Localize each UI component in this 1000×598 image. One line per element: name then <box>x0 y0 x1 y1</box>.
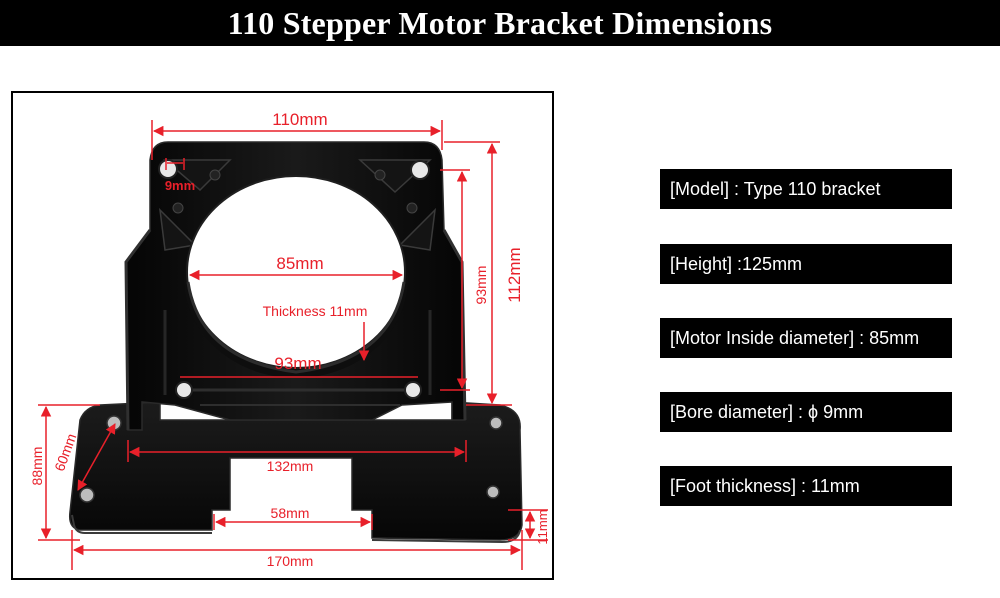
dim-foot-hole-spacing-label: 132mm <box>267 458 314 474</box>
dim-hole-spacing-h-label: 93mm <box>274 354 321 373</box>
spec-motor-inside-diameter: [Motor Inside diameter] : 85mm <box>660 318 952 358</box>
dim-foot-depth-label: 88mm <box>29 447 45 486</box>
motor-bore <box>184 175 408 378</box>
dim-width-top-label: 110mm <box>272 110 327 129</box>
bracket-foot <box>68 401 523 544</box>
dim-motor-inside-label: 85mm <box>276 254 323 273</box>
dim-hole-spacing-v-label: 93mm <box>473 266 489 305</box>
bracket-diagram: 110mm 9mm 85mm Thickness 11mm 93mm 93mm … <box>29 110 550 570</box>
dim-foot-thickness-label: 11mm <box>535 509 550 544</box>
page-title: 110 Stepper Motor Bracket Dimensions <box>227 4 773 41</box>
dim-thickness-label: Thickness 11mm <box>263 303 368 319</box>
dimension-lines <box>38 120 548 570</box>
mounting-holes <box>158 159 430 399</box>
spec-foot-thickness: [Foot thickness] : 11mm <box>660 466 952 506</box>
spec-height: [Height] :125mm <box>660 244 952 284</box>
bracket-diagram-frame: 110mm 9mm 85mm Thickness 11mm 93mm 93mm … <box>11 91 554 580</box>
dim-foot-slot-width-label: 58mm <box>271 505 310 521</box>
title-bar: 110 Stepper Motor Bracket Dimensions <box>0 0 1000 46</box>
spec-bore-diameter: [Bore diameter] : ϕ 9mm <box>660 392 952 432</box>
dim-hole-label: 9mm <box>165 178 195 193</box>
spec-model: [Model] : Type 110 bracket <box>660 169 952 209</box>
dim-height-plate-label: 112mm <box>505 247 524 302</box>
dim-foot-width-label: 170mm <box>267 553 314 569</box>
